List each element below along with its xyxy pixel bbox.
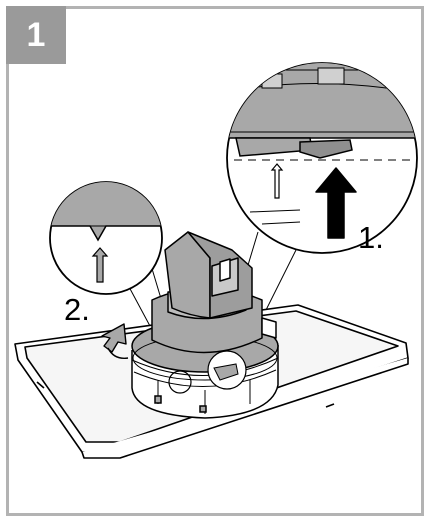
frame-border-right [421,6,424,516]
step-label-1: 1. [358,220,384,255]
knob-assembly [151,231,277,354]
push-up-arrow-icon [315,167,357,239]
step-number-badge: 1 [6,6,66,64]
rotate-arrow-icon [101,323,129,359]
detail-up-arrow-icon [270,163,284,199]
latch-feature [213,363,239,381]
step-label-2: 2. [64,292,90,327]
frame-border-left [6,6,9,516]
frame-border-top [6,6,424,9]
frame-border-bottom [6,513,424,516]
detail-arrow-small [91,247,109,283]
detail-circle-right [226,62,418,254]
detail-circle-left [49,181,163,295]
detail-marker-left [168,370,192,394]
